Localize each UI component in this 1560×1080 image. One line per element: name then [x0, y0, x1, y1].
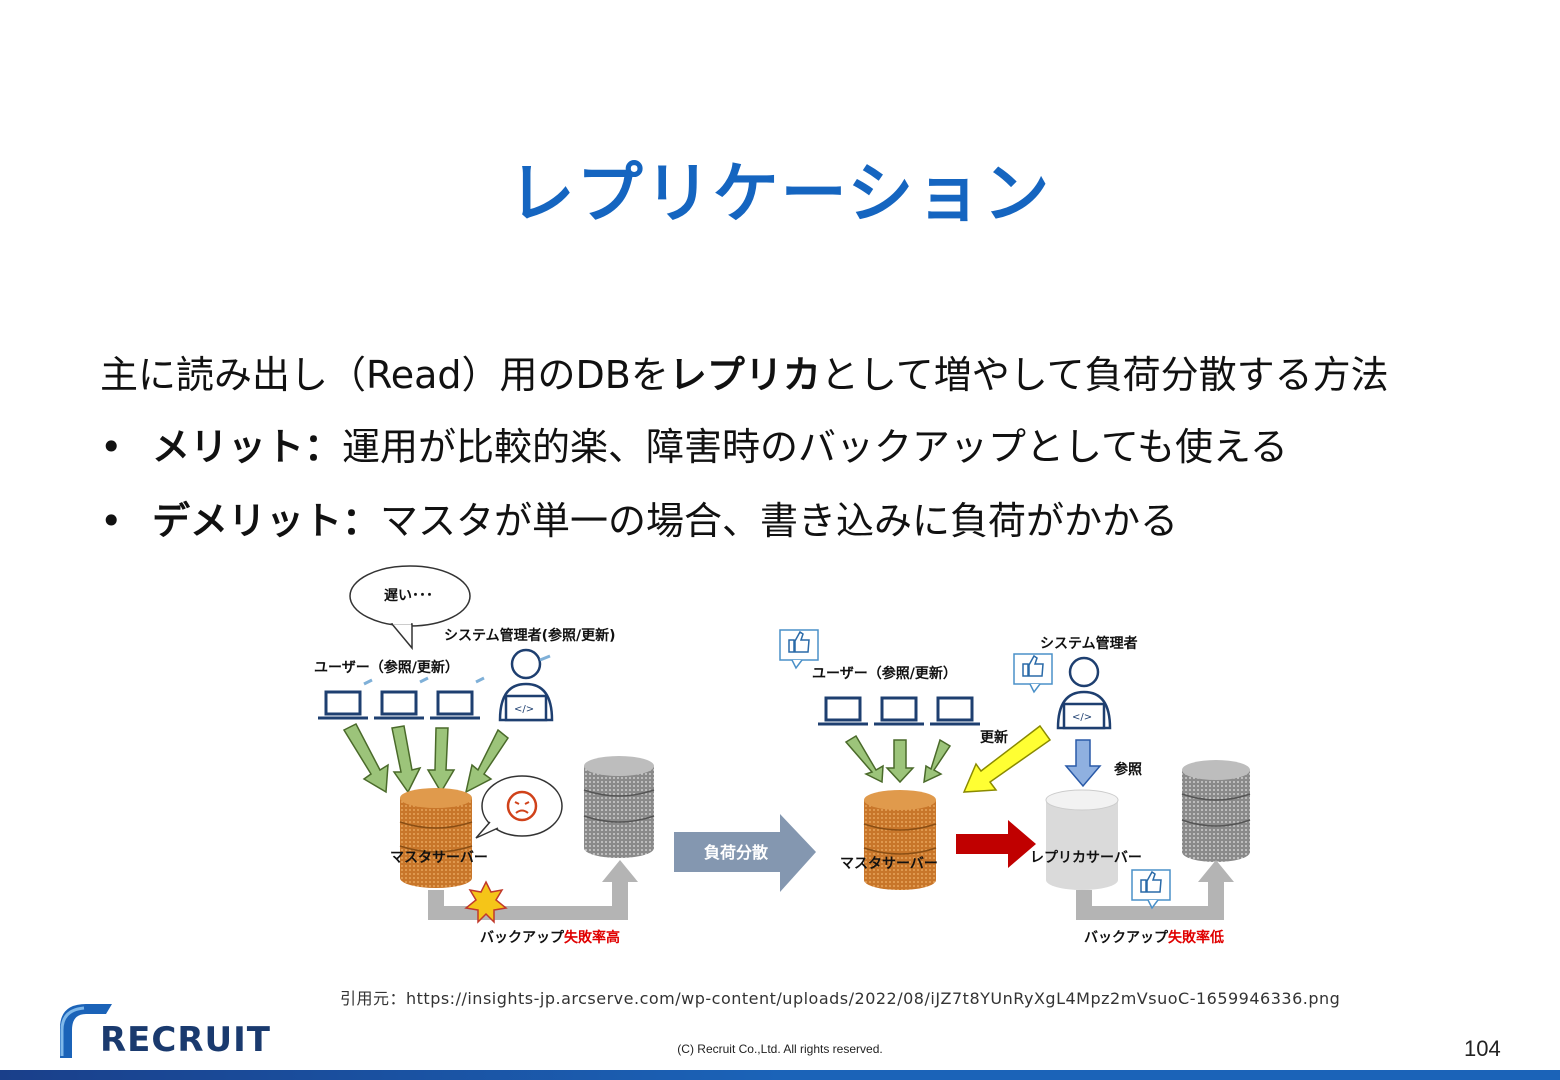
- ref-label: 参照: [1114, 761, 1142, 778]
- master-server-icon: [399, 788, 473, 888]
- load-balance-label: 負荷分散: [704, 843, 769, 862]
- master-label: マスタサーバー: [390, 850, 488, 866]
- svg-text:</>: </>: [1072, 712, 1092, 723]
- page-number: 104: [1464, 1036, 1501, 1061]
- admin-person-icon: </>: [498, 648, 554, 722]
- svg-text:</>: </>: [514, 704, 534, 715]
- load-balance-arrow: 負荷分散: [674, 814, 816, 892]
- laptop-icon: [818, 696, 868, 726]
- intro-pre: 主に読み出し（Read）用のDBを: [100, 353, 669, 397]
- logo-mark: [60, 1004, 112, 1058]
- like-icon: [1013, 653, 1053, 694]
- laptop-icon: [874, 696, 924, 726]
- master-label-right: マスタサーバー: [840, 856, 938, 872]
- bullet-text: 運用が比較的楽、障害時のバックアップとしても使える: [342, 425, 1288, 469]
- request-arrows: [342, 722, 510, 794]
- backup-label-right: バックアップ失敗率低: [1084, 929, 1224, 946]
- intro-bold: レプリカ: [668, 353, 821, 397]
- bullet-text: マスタが単一の場合、書き込みに負荷がかかる: [380, 499, 1179, 543]
- admin-person-icon: </>: [1056, 656, 1112, 730]
- replica-server-icon: [1045, 789, 1119, 890]
- bullet-symbol: •: [100, 425, 123, 469]
- admin-label: システム管理者(参照/更新): [444, 627, 616, 644]
- backup-server-icon-right: [1181, 760, 1251, 862]
- master-server-icon-right: [863, 790, 937, 890]
- like-icon: [779, 629, 819, 670]
- update-arrow: [962, 724, 1052, 793]
- speech-bubble: 遅い･･･: [349, 565, 471, 651]
- laptop-icon: [430, 690, 480, 720]
- laptop-icon: [374, 690, 424, 720]
- backup-label: バックアップ失敗率高: [480, 929, 620, 946]
- like-icon: [1131, 869, 1171, 910]
- backup-arrow: [428, 860, 638, 920]
- copyright: (C) Recruit Co.,Ltd. All rights reserved…: [677, 1042, 883, 1056]
- replication-arrow: [956, 820, 1036, 868]
- logo-text: RECRUIT: [100, 1020, 271, 1060]
- replica-label: レプリカサーバー: [1030, 850, 1142, 866]
- angry-bubble: [475, 775, 563, 839]
- recruit-logo: RECRUIT: [56, 998, 296, 1062]
- bullet-demerit: • デメリット：マスタが単一の場合、書き込みに負荷がかかる: [100, 490, 1178, 545]
- page-title: レプリケーション: [508, 155, 1052, 232]
- update-label: 更新: [980, 729, 1008, 746]
- laptop-icon: [930, 696, 980, 726]
- intro-text: 主に読み出し（Read）用のDBをレプリカとして増やして負荷分散する方法: [100, 344, 1389, 399]
- reference-arrow: [1064, 739, 1102, 788]
- bullet-label: メリット：: [152, 425, 343, 469]
- users-label-right: ユーザー（参照/更新）: [812, 665, 957, 682]
- backup-arrow-right: [1076, 860, 1234, 920]
- bullet-merit: • メリット：運用が比較的楽、障害時のバックアップとしても使える: [100, 416, 1288, 471]
- admin-label-right: システム管理者: [1040, 635, 1138, 652]
- backup-server-icon: [583, 756, 655, 858]
- request-arrows-right: [844, 734, 952, 784]
- footer-bar: [0, 1070, 1560, 1080]
- bullet-symbol: •: [100, 499, 123, 543]
- speech-text: 遅い･･･: [384, 588, 433, 604]
- bullet-label: デメリット：: [152, 499, 381, 543]
- laptop-icon: [318, 690, 368, 720]
- replication-diagram: 遅い･･･ システム管理者(参照/更新) ユーザー（参照/更新） </> マスタ…: [314, 565, 1251, 946]
- citation: 引用元：https://insights-jp.arcserve.com/wp-…: [340, 989, 1341, 1008]
- intro-post: として増やして負荷分散する方法: [820, 353, 1389, 397]
- users-label: ユーザー（参照/更新）: [314, 659, 459, 676]
- explosion-icon: [464, 880, 508, 924]
